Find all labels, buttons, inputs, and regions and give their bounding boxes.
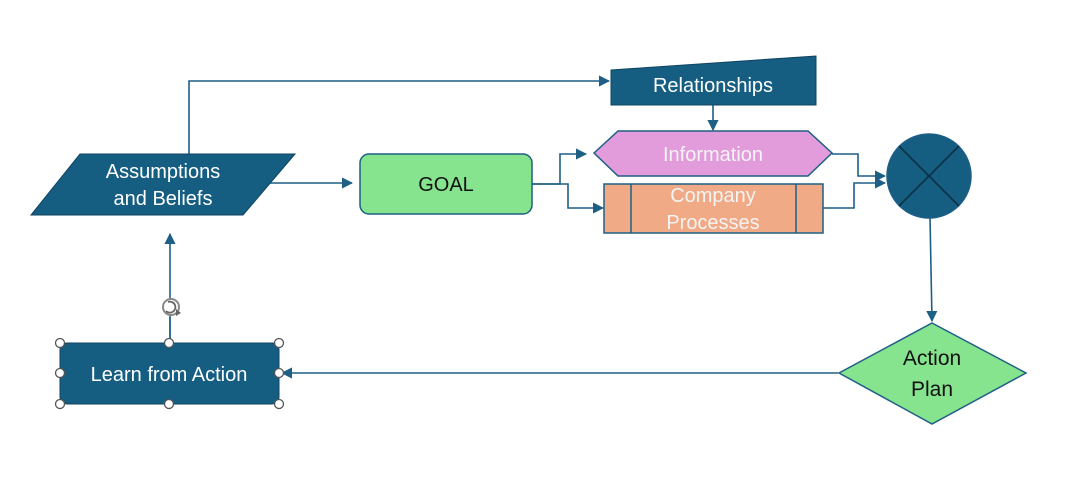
resize-handle-top-right[interactable] — [273, 337, 285, 349]
resize-handle-bottom-left[interactable] — [54, 398, 66, 410]
resize-handle-top-left[interactable] — [54, 337, 66, 349]
connector-processes-to-merge — [823, 177, 887, 209]
resize-handle-right[interactable] — [273, 367, 285, 379]
node-action-plan[interactable]: Action Plan — [837, 322, 1028, 425]
resize-handle-top[interactable] — [163, 337, 175, 349]
rotate-icon[interactable] — [162, 298, 181, 316]
learn-label: Learn from Action — [91, 364, 248, 386]
resize-handle-bottom-right[interactable] — [273, 398, 285, 410]
relationships-label: Relationships — [653, 75, 773, 97]
processes-shape — [603, 183, 824, 234]
node-summing-junction[interactable] — [886, 133, 972, 219]
node-goal[interactable]: GOAL — [359, 153, 533, 215]
summing-junction-cross-b — [898, 145, 960, 207]
information-shape — [592, 130, 834, 177]
information-label: Information — [663, 144, 763, 166]
connector-merge-to-action-plan — [926, 216, 938, 323]
relationships-shape — [610, 55, 817, 106]
node-information[interactable]: Information — [592, 130, 834, 177]
action-plan-label-line1: Action — [903, 347, 961, 370]
node-learn-from-action[interactable]: Learn from Action — [59, 342, 280, 405]
node-relationships[interactable]: Relationships — [610, 55, 817, 106]
action-plan-shape — [837, 322, 1028, 425]
node-assumptions-and-beliefs[interactable]: Assumptions and Beliefs — [29, 153, 297, 216]
selection-frame[interactable] — [54, 298, 285, 410]
goal-label: GOAL — [418, 174, 474, 196]
connector-goal-to-processes — [532, 183, 605, 214]
resize-handle-bottom[interactable] — [163, 398, 175, 410]
assumptions-label-line2: and Beliefs — [114, 188, 213, 210]
resize-handle-left[interactable] — [54, 367, 66, 379]
processes-label-line2: Processes — [666, 212, 759, 234]
processes-label-line1: Company — [670, 185, 756, 207]
assumptions-shape — [29, 153, 297, 216]
action-plan-label-line2: Plan — [911, 378, 953, 401]
connectors — [164, 75, 938, 379]
node-company-processes[interactable]: Company Processes — [603, 183, 824, 234]
connector-assumptions-to-relationships — [188, 75, 611, 154]
assumptions-label-line1: Assumptions — [106, 161, 221, 183]
connector-information-to-merge — [832, 153, 887, 182]
connector-goal-to-information — [532, 148, 588, 185]
goal-shape — [359, 153, 533, 215]
